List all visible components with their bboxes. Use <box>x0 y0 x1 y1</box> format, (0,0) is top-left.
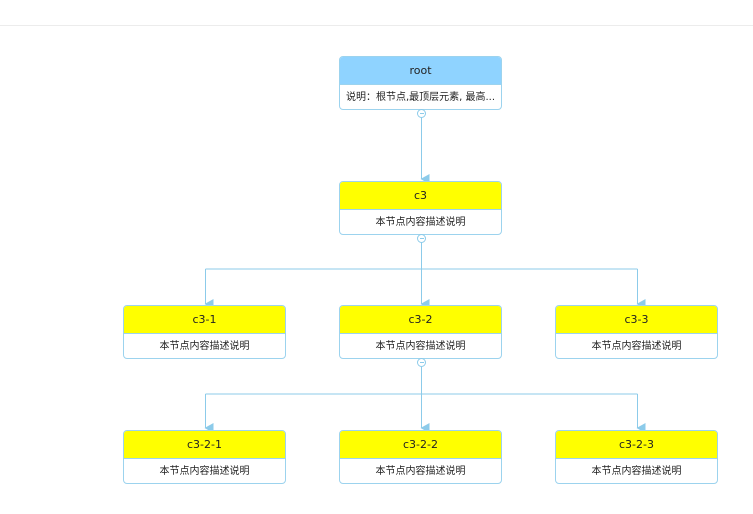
node-c3-2-3[interactable]: c3-2-3 本节点内容描述说明 <box>555 430 718 484</box>
node-c3-2-2[interactable]: c3-2-2 本节点内容描述说明 <box>339 430 502 484</box>
node-root-desc: 说明：根节点,最顶层元素, 最高... <box>340 84 501 109</box>
node-c3-2-2-desc: 本节点内容描述说明 <box>340 458 501 483</box>
node-root[interactable]: root 说明：根节点,最顶层元素, 最高... <box>339 56 502 110</box>
node-c3-2-1[interactable]: c3-2-1 本节点内容描述说明 <box>123 430 286 484</box>
collapse-toggle-c3[interactable] <box>417 234 426 243</box>
node-root-title: root <box>340 57 501 84</box>
collapse-toggle-c3-2[interactable] <box>417 358 426 367</box>
node-c3-2-2-title: c3-2-2 <box>340 431 501 458</box>
node-c3-desc: 本节点内容描述说明 <box>340 209 501 234</box>
node-c3-2-desc: 本节点内容描述说明 <box>340 333 501 358</box>
node-c3-2-1-desc: 本节点内容描述说明 <box>124 458 285 483</box>
node-c3-1-desc: 本节点内容描述说明 <box>124 333 285 358</box>
node-c3-2-3-desc: 本节点内容描述说明 <box>556 458 717 483</box>
collapse-toggle-root[interactable] <box>417 109 426 118</box>
node-c3-2-title: c3-2 <box>340 306 501 333</box>
node-c3-2-1-title: c3-2-1 <box>124 431 285 458</box>
node-c3-3-title: c3-3 <box>556 306 717 333</box>
node-c3-2-3-title: c3-2-3 <box>556 431 717 458</box>
node-c3-title: c3 <box>340 182 501 209</box>
node-c3-1[interactable]: c3-1 本节点内容描述说明 <box>123 305 286 359</box>
node-c3-1-title: c3-1 <box>124 306 285 333</box>
node-c3-3-desc: 本节点内容描述说明 <box>556 333 717 358</box>
top-divider <box>0 25 753 26</box>
node-c3-3[interactable]: c3-3 本节点内容描述说明 <box>555 305 718 359</box>
node-c3[interactable]: c3 本节点内容描述说明 <box>339 181 502 235</box>
node-c3-2[interactable]: c3-2 本节点内容描述说明 <box>339 305 502 359</box>
